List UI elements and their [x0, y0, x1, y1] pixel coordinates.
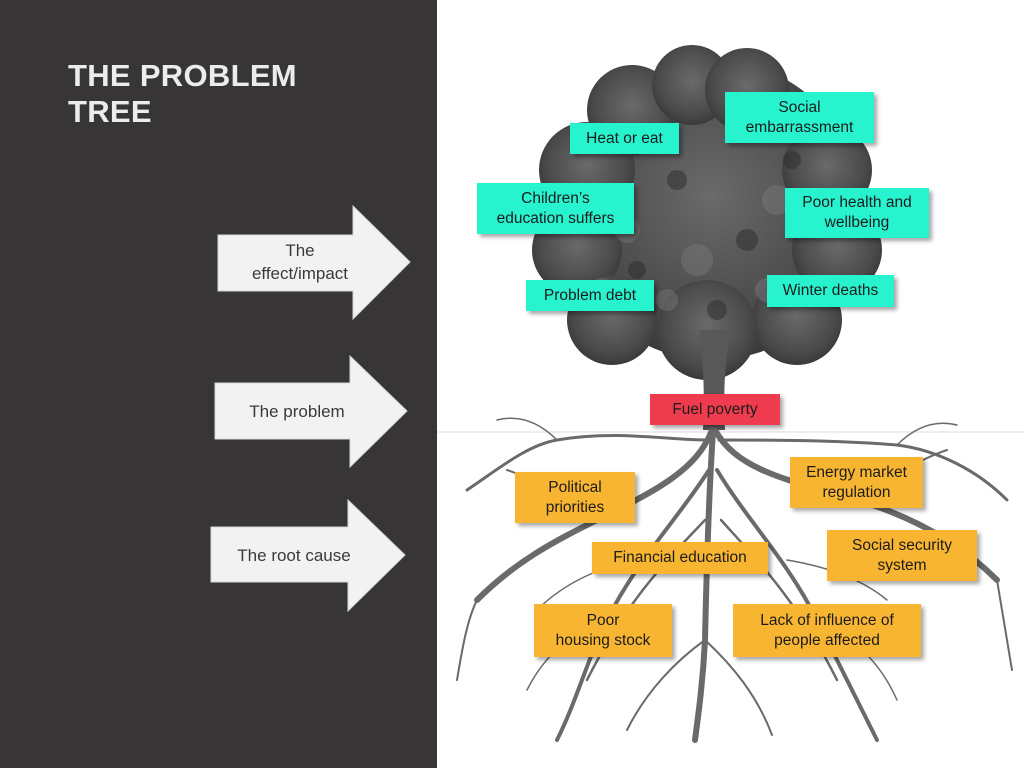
arrow-shape-icon [210, 499, 406, 612]
tag-social-embarrassment: Social embarrassment [725, 92, 874, 143]
tag-problem-debt: Problem debt [526, 280, 654, 311]
slide-title: THE PROBLEM TREE [68, 58, 297, 129]
tag-heat-or-eat: Heat or eat [570, 123, 679, 154]
tag-poor-health: Poor health and wellbeing [785, 188, 929, 238]
arrow-label-effect: The effect/impact [251, 241, 349, 283]
arrow-label-problem: The problem [249, 402, 345, 421]
tag-childrens-education: Children’s education suffers [477, 183, 634, 234]
tag-lack-of-influence: Lack of influence of people affected [733, 604, 921, 657]
tag-political-priorities: Political priorities [515, 472, 635, 523]
arrow-problem: The problem [214, 355, 409, 468]
tag-social-security: Social security system [827, 530, 977, 581]
tag-energy-market: Energy market regulation [790, 457, 923, 508]
arrow-root-cause: The root cause [210, 499, 407, 612]
arrow-label-root-cause: The root cause [237, 546, 351, 565]
arrow-shape-icon [214, 355, 408, 468]
arrow-shape-icon [217, 205, 411, 320]
tag-fuel-poverty: Fuel poverty [650, 394, 780, 425]
tag-winter-deaths: Winter deaths [767, 275, 894, 307]
tag-poor-housing: Poor housing stock [534, 604, 672, 657]
tag-financial-education: Financial education [592, 542, 768, 574]
arrow-effect: The effect/impact [217, 205, 412, 320]
